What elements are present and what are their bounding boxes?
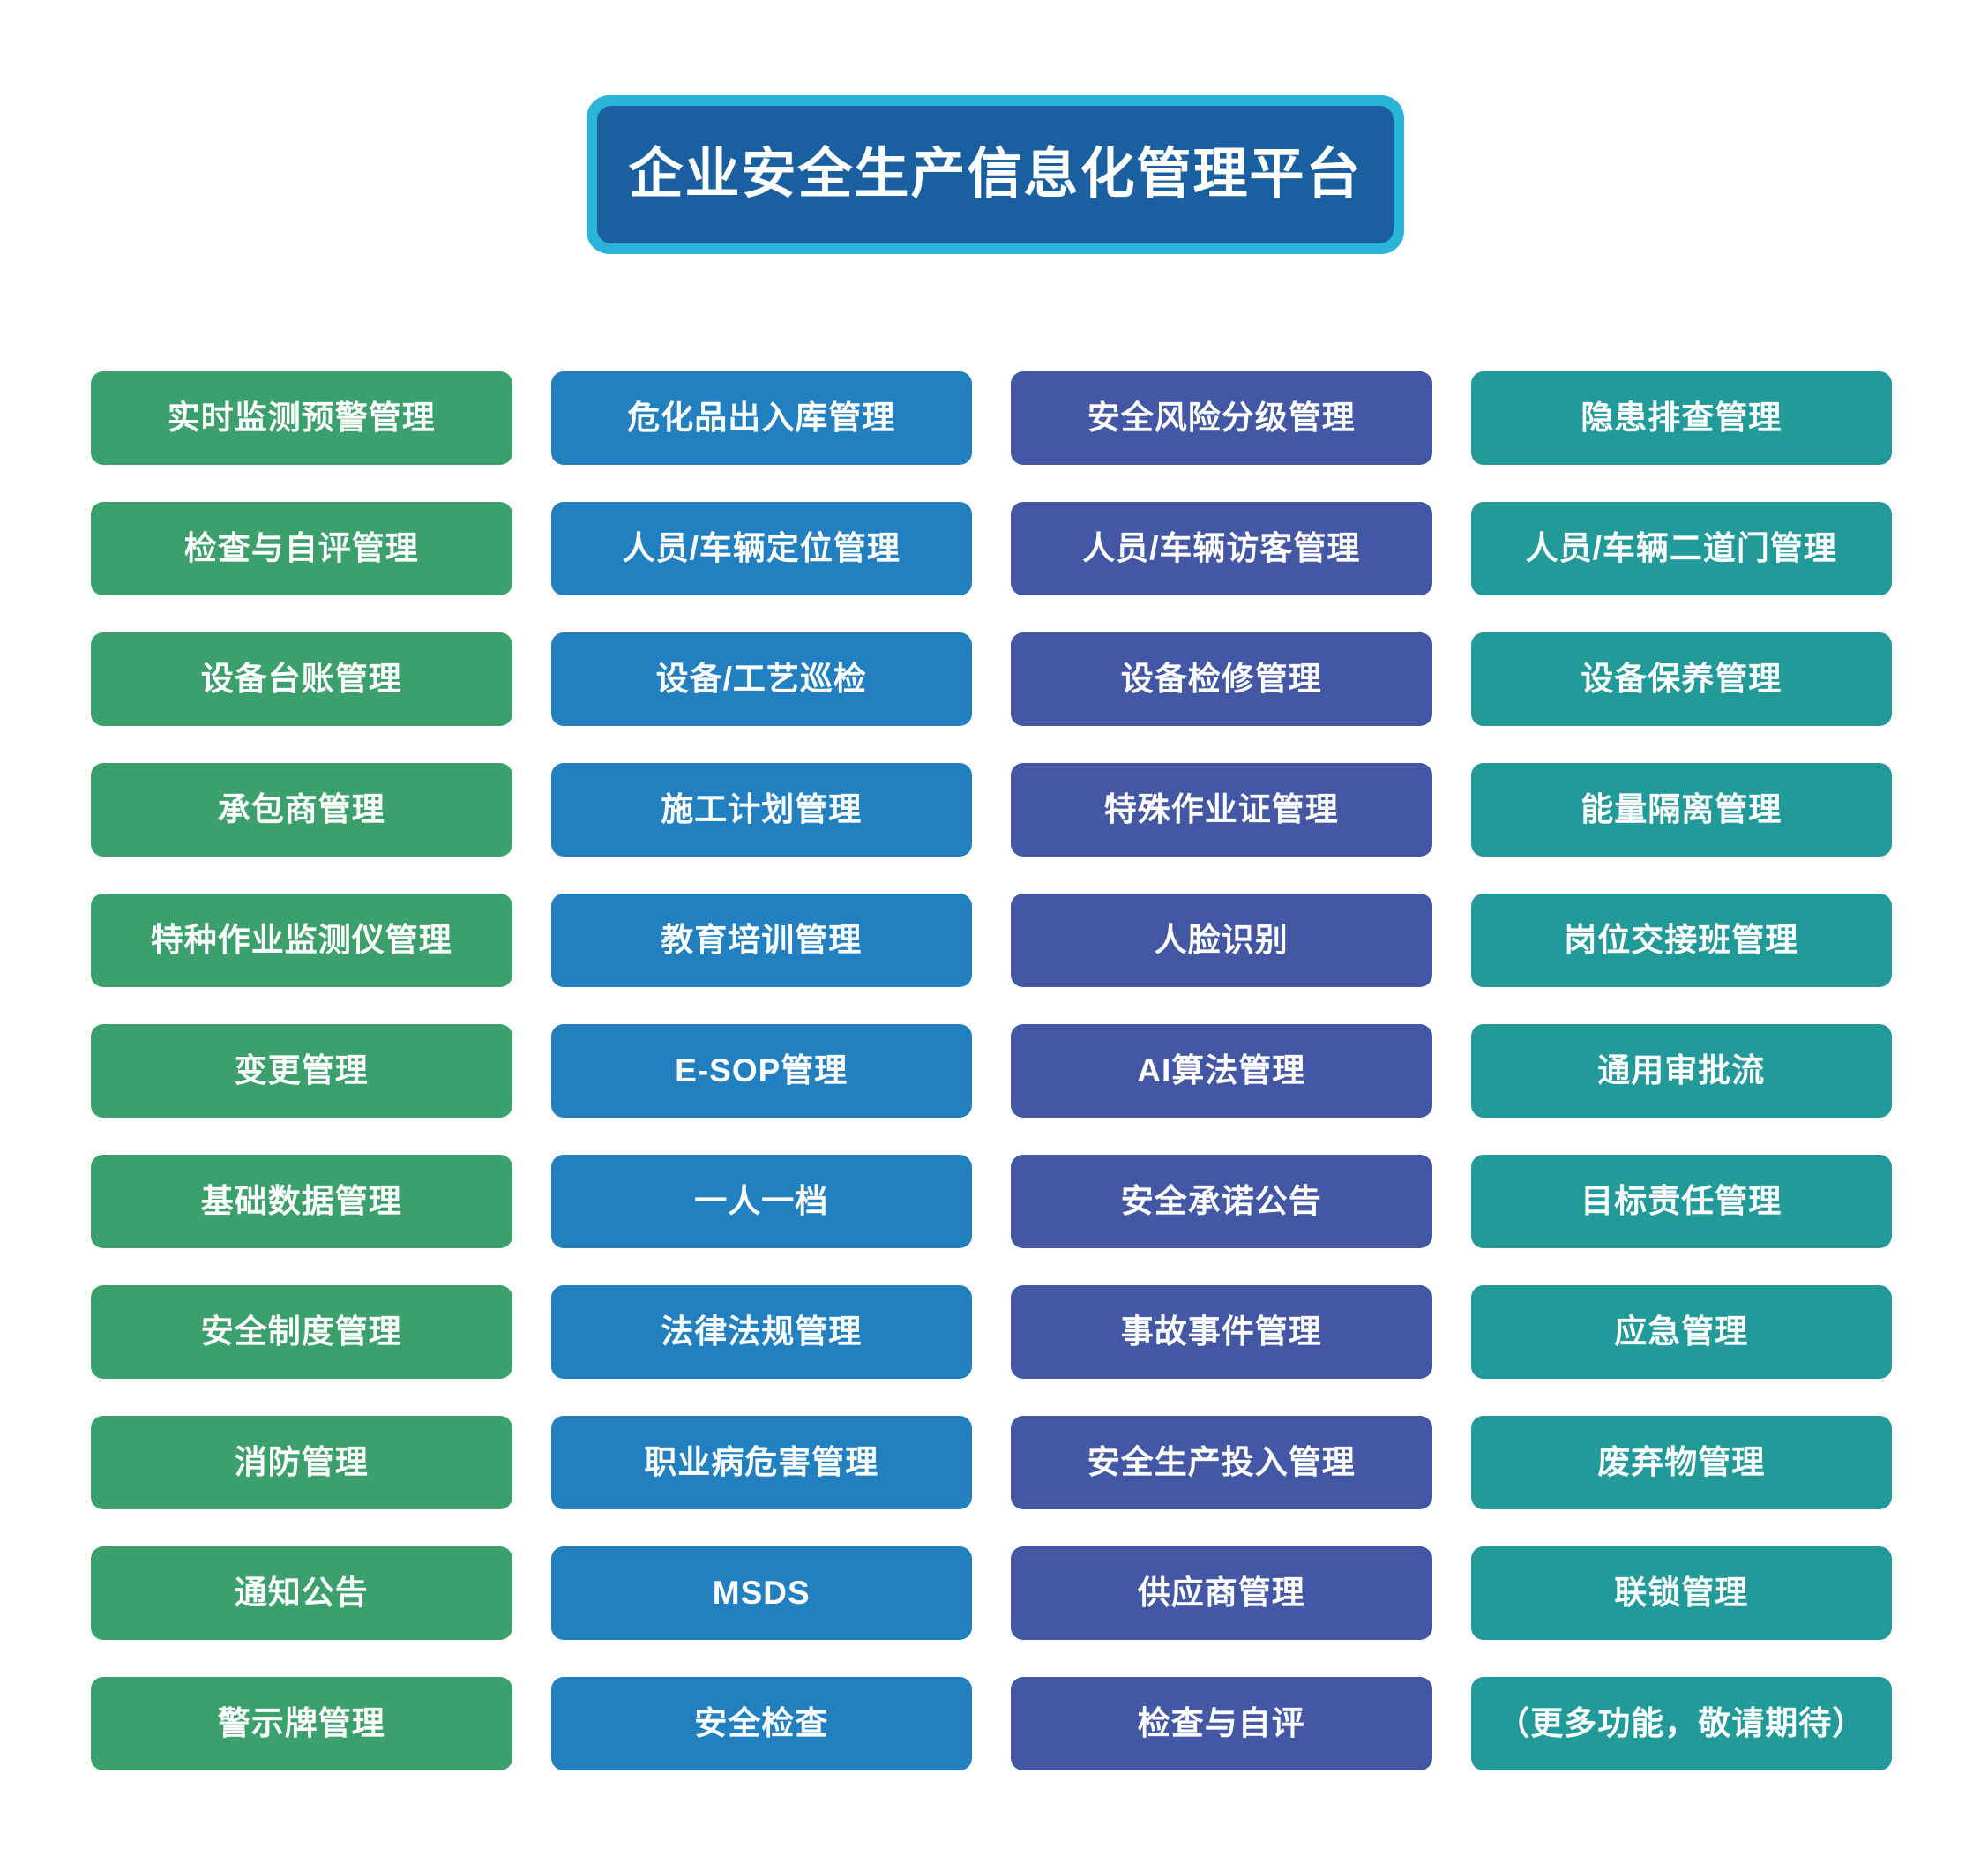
module-card-label: 实时监测预警管理 bbox=[167, 399, 436, 436]
module-card[interactable]: 消防管理 bbox=[91, 1416, 512, 1509]
module-card-label: 一人一档 bbox=[694, 1182, 829, 1219]
module-card-label: 职业病危害管理 bbox=[644, 1443, 879, 1480]
module-card[interactable]: 实时监测预警管理 bbox=[91, 371, 512, 465]
module-card[interactable]: 安全生产投入管理 bbox=[1011, 1416, 1432, 1509]
module-card-label: 废弃物管理 bbox=[1597, 1443, 1766, 1480]
module-card-label: 人脸识别 bbox=[1154, 921, 1289, 958]
module-card[interactable]: 应急管理 bbox=[1470, 1285, 1892, 1379]
module-card[interactable]: 安全承诺公告 bbox=[1011, 1155, 1432, 1248]
module-card[interactable]: 承包商管理 bbox=[91, 763, 512, 857]
module-card-label: E-SOP管理 bbox=[675, 1051, 848, 1089]
module-card-label: 消防管理 bbox=[234, 1443, 369, 1480]
module-card-label: 目标责任管理 bbox=[1581, 1182, 1782, 1219]
module-card-label: 安全风险分级管理 bbox=[1087, 399, 1356, 436]
module-card-label: 设备/工艺巡检 bbox=[655, 660, 867, 697]
module-card[interactable]: AI算法管理 bbox=[1011, 1024, 1432, 1118]
module-card[interactable]: 设备/工艺巡检 bbox=[550, 632, 972, 726]
module-card[interactable]: 变更管理 bbox=[91, 1024, 512, 1118]
module-card[interactable]: 人员/车辆定位管理 bbox=[550, 502, 972, 595]
module-card-label: 设备保养管理 bbox=[1581, 660, 1782, 697]
module-card-label: 人员/车辆二道门管理 bbox=[1525, 529, 1837, 566]
module-card[interactable]: 检查与自评管理 bbox=[91, 502, 512, 595]
module-card[interactable]: 安全制度管理 bbox=[91, 1285, 512, 1379]
module-card-label: 隐患排查管理 bbox=[1581, 399, 1782, 436]
module-card[interactable]: 危化品出入库管理 bbox=[550, 371, 972, 465]
module-card[interactable]: 施工计划管理 bbox=[550, 763, 972, 857]
module-card[interactable]: 安全检查 bbox=[550, 1677, 972, 1770]
module-card[interactable]: 隐患排查管理 bbox=[1470, 371, 1892, 465]
module-card-label: 承包商管理 bbox=[217, 790, 385, 827]
module-card-label: MSDS bbox=[712, 1574, 811, 1611]
module-card-label: 岗位交接班管理 bbox=[1564, 921, 1799, 958]
module-card-label: 检查与自评 bbox=[1137, 1704, 1305, 1741]
module-card[interactable]: 教育培训管理 bbox=[550, 894, 972, 987]
module-card[interactable]: 职业病危害管理 bbox=[550, 1416, 972, 1509]
module-card-grid: 实时监测预警管理 危化品出入库管理 安全风险分级管理 隐患排查管理检查与自评管理 人员/… bbox=[91, 371, 1892, 1770]
module-card-label: 事故事件管理 bbox=[1120, 1313, 1322, 1350]
module-card-label: 危化品出入库管理 bbox=[627, 399, 896, 436]
module-card[interactable]: 岗位交接班管理 bbox=[1470, 894, 1892, 987]
module-card[interactable]: 人员/车辆访客管理 bbox=[1011, 502, 1432, 595]
module-card-label: 人员/车辆定位管理 bbox=[622, 529, 901, 566]
module-card[interactable]: 安全风险分级管理 bbox=[1011, 371, 1432, 465]
module-card-label: 安全承诺公告 bbox=[1120, 1182, 1322, 1219]
module-card[interactable]: 联锁管理 bbox=[1470, 1546, 1892, 1640]
module-card-label: 安全检查 bbox=[694, 1704, 829, 1741]
module-card[interactable]: E-SOP管理 bbox=[550, 1024, 972, 1118]
module-card[interactable]: 通知公告 bbox=[91, 1546, 512, 1640]
module-card[interactable]: 特殊作业证管理 bbox=[1011, 763, 1432, 857]
module-card[interactable]: 人脸识别 bbox=[1011, 894, 1432, 987]
module-card[interactable]: 能量隔离管理 bbox=[1470, 763, 1892, 857]
module-card[interactable]: 检查与自评 bbox=[1011, 1677, 1432, 1770]
module-card[interactable]: 供应商管理 bbox=[1011, 1546, 1432, 1640]
module-card[interactable]: MSDS bbox=[550, 1546, 972, 1640]
module-card-label: 人员/车辆访客管理 bbox=[1082, 529, 1361, 566]
module-card-label: 供应商管理 bbox=[1137, 1574, 1305, 1611]
page-title: 企业安全生产信息化管理平台 bbox=[628, 144, 1363, 205]
module-card-label: 联锁管理 bbox=[1614, 1574, 1749, 1611]
module-card-label: 教育培训管理 bbox=[661, 921, 863, 958]
module-card-label: 设备台账管理 bbox=[200, 660, 402, 697]
module-card-label: 通用审批流 bbox=[1597, 1051, 1766, 1089]
platform-title-inner: 企业安全生产信息化管理平台 bbox=[597, 106, 1394, 243]
module-card-label: 警示牌管理 bbox=[217, 1704, 385, 1741]
module-card[interactable]: 人员/车辆二道门管理 bbox=[1470, 502, 1892, 595]
module-card-label: AI算法管理 bbox=[1137, 1051, 1306, 1089]
module-card[interactable]: 事故事件管理 bbox=[1011, 1285, 1432, 1379]
module-card-label: 能量隔离管理 bbox=[1581, 790, 1782, 827]
module-card[interactable]: 警示牌管理 bbox=[91, 1677, 512, 1770]
module-card[interactable]: 通用审批流 bbox=[1470, 1024, 1892, 1118]
module-card-label: 安全制度管理 bbox=[200, 1313, 402, 1350]
module-card[interactable]: 特种作业监测仪管理 bbox=[91, 894, 512, 987]
module-card[interactable]: 目标责任管理 bbox=[1470, 1155, 1892, 1248]
platform-title-banner: 企业安全生产信息化管理平台 bbox=[587, 95, 1404, 254]
module-card-label: 施工计划管理 bbox=[661, 790, 863, 827]
module-card[interactable]: 一人一档 bbox=[550, 1155, 972, 1248]
module-card[interactable]: 法律法规管理 bbox=[550, 1285, 972, 1379]
module-card-label: 基础数据管理 bbox=[200, 1182, 402, 1219]
module-card-label: 应急管理 bbox=[1614, 1313, 1749, 1350]
module-card-label: 变更管理 bbox=[234, 1051, 369, 1089]
module-card-label: （更多功能，敬请期待） bbox=[1497, 1704, 1866, 1741]
module-card-label: 法律法规管理 bbox=[661, 1313, 863, 1350]
module-card[interactable]: 基础数据管理 bbox=[91, 1155, 512, 1248]
module-card-label: 通知公告 bbox=[234, 1574, 369, 1611]
module-card[interactable]: （更多功能，敬请期待） bbox=[1470, 1677, 1892, 1770]
module-card-label: 安全生产投入管理 bbox=[1087, 1443, 1356, 1480]
module-card[interactable]: 设备检修管理 bbox=[1011, 632, 1432, 726]
module-card[interactable]: 设备台账管理 bbox=[91, 632, 512, 726]
module-card-label: 特殊作业证管理 bbox=[1103, 790, 1339, 827]
module-card-label: 检查与自评管理 bbox=[183, 529, 419, 566]
module-card-label: 特种作业监测仪管理 bbox=[150, 921, 452, 958]
module-card-label: 设备检修管理 bbox=[1120, 660, 1322, 697]
module-card[interactable]: 废弃物管理 bbox=[1470, 1416, 1892, 1509]
module-card[interactable]: 设备保养管理 bbox=[1470, 632, 1892, 726]
